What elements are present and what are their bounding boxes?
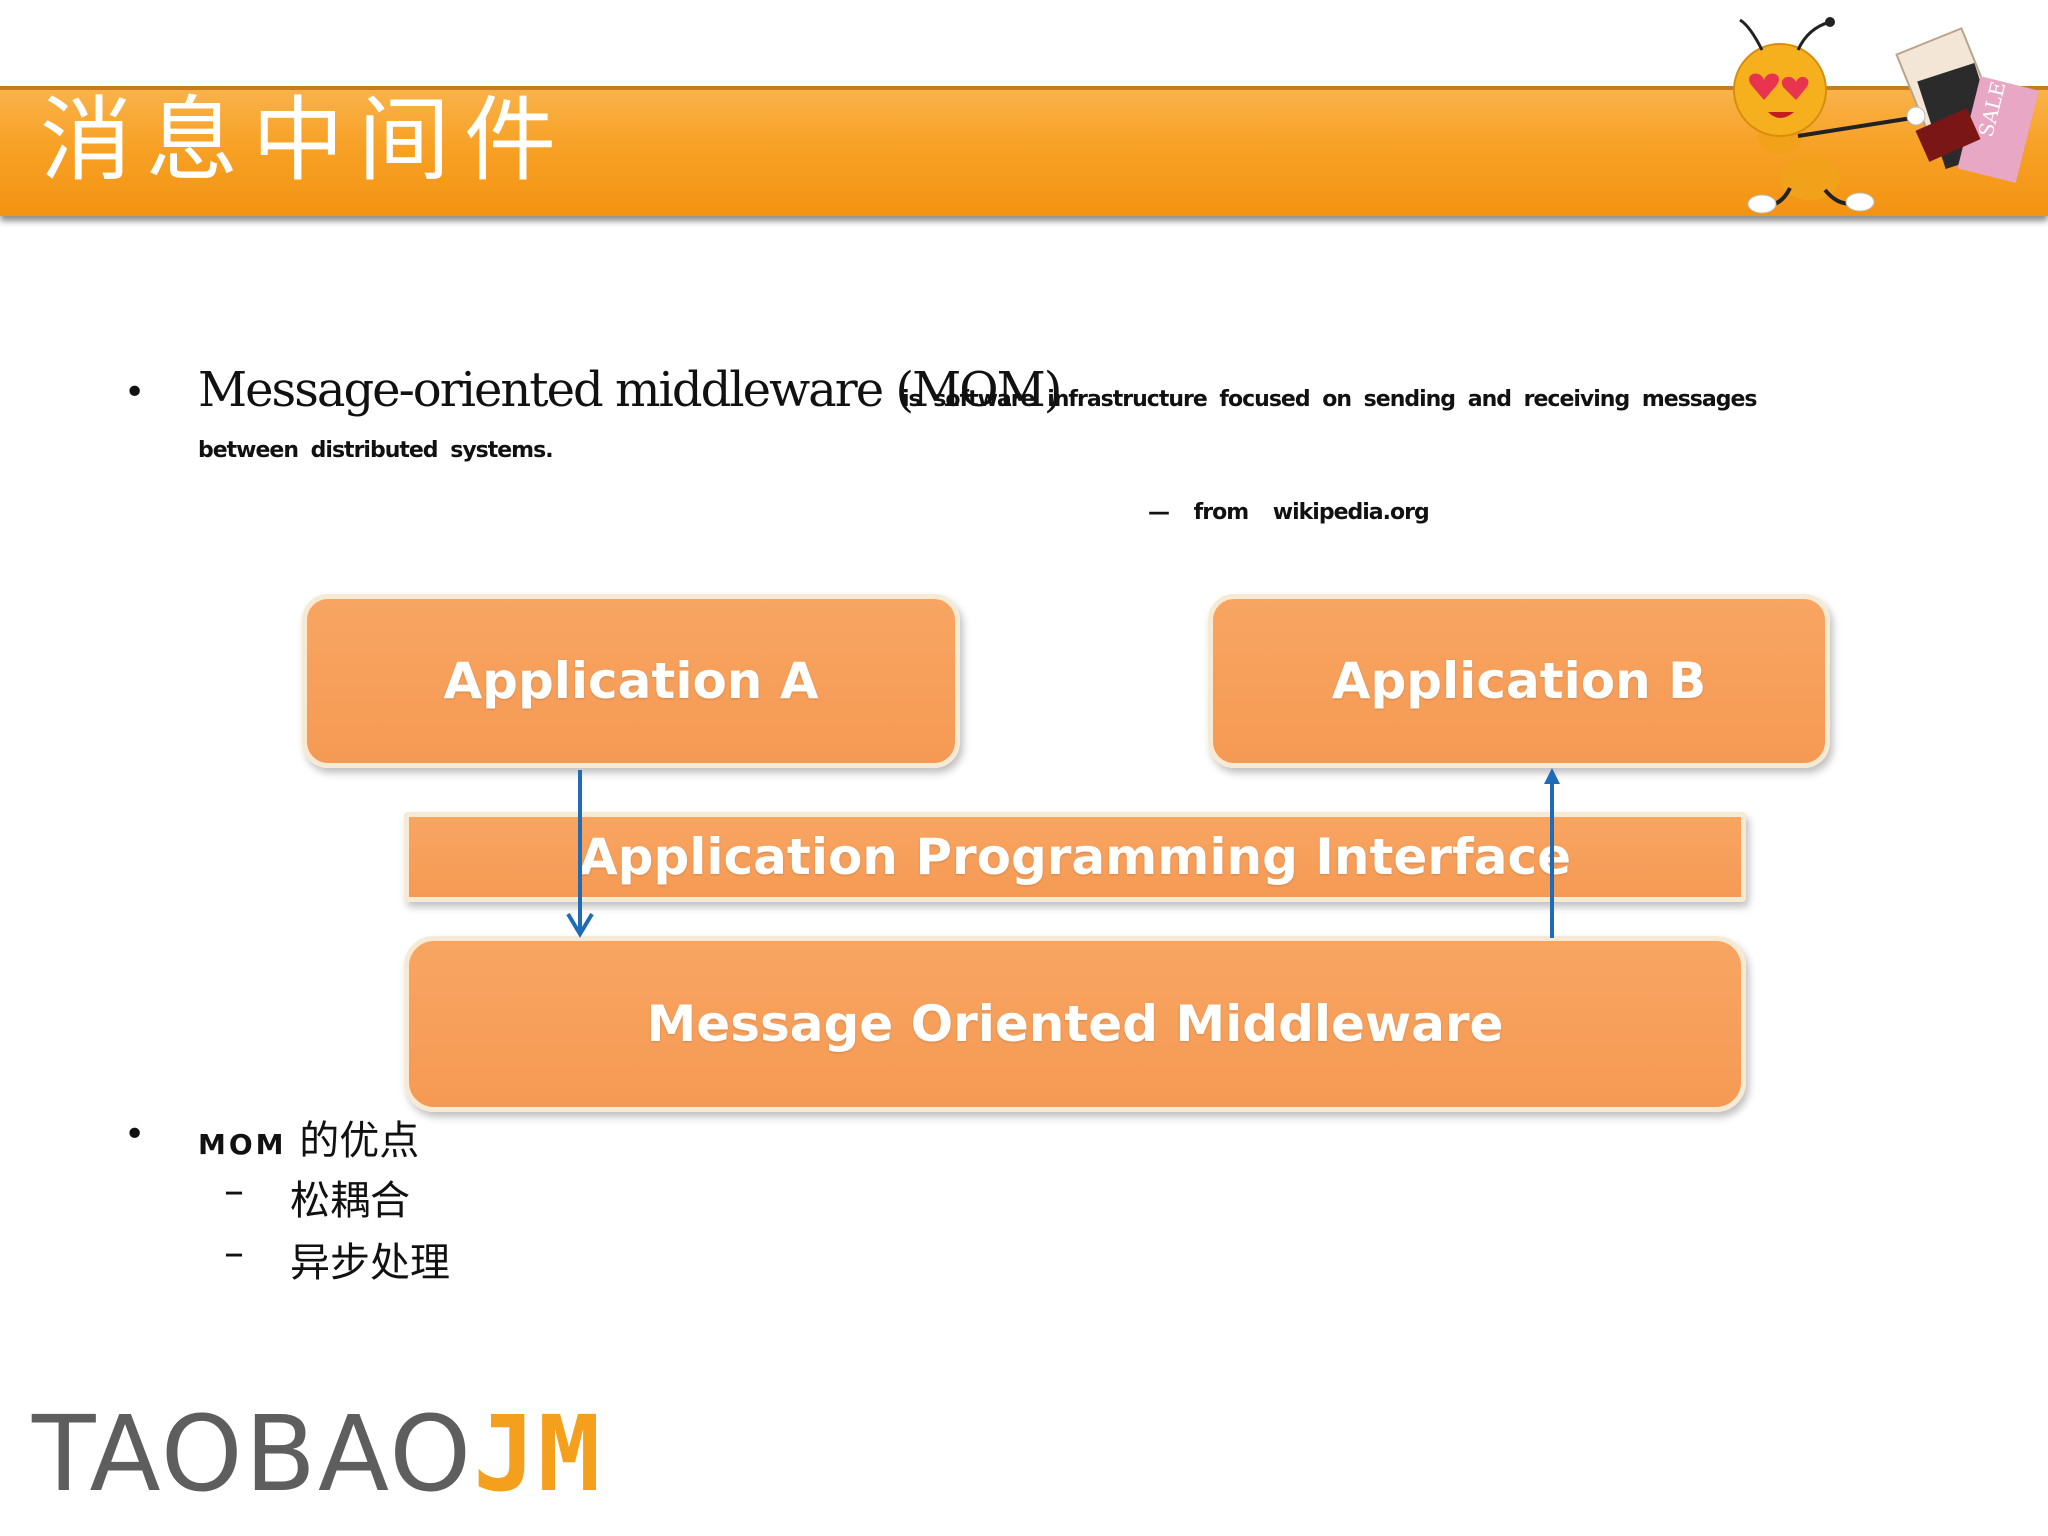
application-b-label: Application B (1331, 652, 1707, 710)
application-a-box: Application A (302, 594, 960, 768)
application-b-box: Application B (1208, 594, 1830, 768)
advantage-item: 异步处理 (290, 1240, 450, 1286)
ant-shopping-mascot-icon: SALE (1680, 8, 2040, 218)
definition-source: — from wikipedia.org (1148, 500, 1430, 525)
advantages-heading: MOM 的优点 (198, 1108, 419, 1166)
advantage-item: 松耦合 (290, 1178, 410, 1224)
slide-title: 消息中间件 (40, 87, 571, 194)
advantages-heading-mom: MOM (198, 1128, 287, 1161)
middleware-box: Message Oriented Middleware (404, 936, 1746, 1112)
sub-bullet: – (224, 1168, 244, 1214)
arrow-down-icon (566, 770, 594, 938)
title-bar (0, 86, 2048, 216)
bullet: • (124, 1114, 146, 1155)
definition-term: Message-oriented middleware (MOM) (198, 362, 1062, 418)
definition-body: is software infrastructure focused on se… (902, 387, 1757, 412)
bullet: • (124, 372, 146, 413)
api-layer-box: Application Programming Interface (404, 812, 1746, 902)
advantages-heading-text: 的优点 (299, 1118, 420, 1164)
definition-body-continued: between distributed systems. (198, 438, 554, 463)
shopping-bag-icon: SALE (1895, 27, 2039, 183)
sub-bullet: – (224, 1230, 244, 1276)
taobao-jm-logo: TAOBAOJM (32, 1402, 602, 1506)
api-layer-label: Application Programming Interface (578, 828, 1572, 886)
logo-text-taobao: TAOBAO (32, 1393, 474, 1515)
arrow-up-icon (1544, 768, 1560, 938)
logo-text-jm: JM (473, 1393, 603, 1515)
application-a-label: Application A (443, 652, 819, 710)
middleware-label: Message Oriented Middleware (646, 995, 1504, 1053)
